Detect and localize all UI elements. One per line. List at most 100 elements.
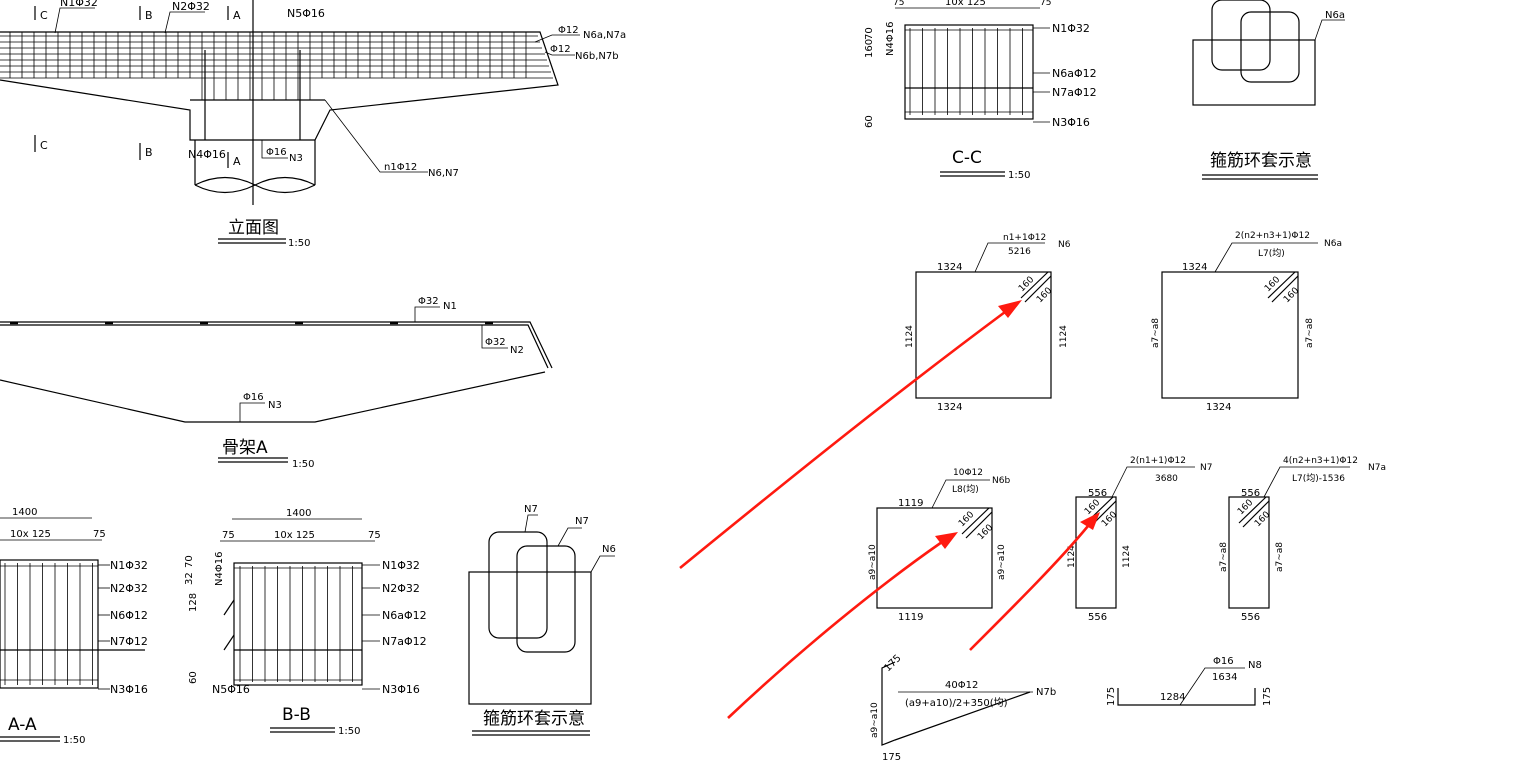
n6b-ann2: L8(均) — [952, 483, 979, 495]
section-mark-c-top: C — [40, 9, 48, 22]
aa-label-2: N6Φ12 — [110, 609, 148, 622]
n6a-left: a7~a8 — [1151, 318, 1161, 348]
bb-title: B-B — [282, 705, 311, 725]
n7a-right: a7~a8 — [1275, 542, 1285, 572]
n7-ann1: 2(n1+1)Φ12 — [1130, 456, 1186, 466]
cc-label-2: N7aΦ12 — [1052, 86, 1097, 99]
n7a-tag: N7a — [1368, 463, 1386, 473]
stirrup-diagram-right: N6a 箍筋环套示意 — [1192, 0, 1345, 180]
n8-len: 1284 — [1160, 692, 1185, 703]
aa-label-1: N2Φ32 — [110, 582, 148, 595]
stirrup-left-title: 箍筋环套示意 — [483, 709, 585, 729]
cc-label-0: N1Φ32 — [1052, 22, 1090, 35]
frame-a-title: 骨架A — [222, 438, 268, 458]
n6a-bottom: 1324 — [1206, 402, 1231, 413]
stirrup-left-n7a: N7 — [524, 504, 538, 515]
label-n4: N4Φ16 — [188, 148, 226, 161]
n6a-c1: 160 — [1263, 275, 1282, 294]
n8-ann2: 1634 — [1212, 672, 1237, 683]
n7a-top: 556 — [1241, 488, 1260, 499]
n8-right: 175 — [1262, 687, 1273, 706]
n6b-top: 1119 — [898, 498, 923, 509]
n7a-ann1: 4(n2+n3+1)Φ12 — [1283, 456, 1358, 466]
n6b-right: a9~a10 — [997, 544, 1007, 580]
n7b-v3: 175 — [882, 752, 901, 763]
red-arrow-1 — [679, 300, 1022, 570]
bb-dim-spacing: 10x 125 — [274, 530, 315, 541]
n7a-left: a7~a8 — [1219, 542, 1229, 572]
section-bb: 1400 10x 125 75 75 32 70 128 60 N4Φ16 N5… — [184, 508, 427, 737]
aa-title: A-A — [8, 715, 37, 735]
bb-dim-left: 75 — [222, 530, 235, 541]
n7-left: 1124 — [1067, 545, 1077, 568]
frame-a-n1: Φ32 — [418, 296, 439, 307]
section-cc: 10x 125 75 75 160 70 60 N4Φ16 N1Φ32 N6aΦ… — [864, 0, 1097, 181]
n7a-c1: 160 — [1236, 498, 1255, 517]
n7b-v2: a9~a10 — [870, 702, 880, 738]
n6-ann2: 5216 — [1008, 247, 1031, 257]
bb-dim-right: 75 — [368, 530, 381, 541]
n6b-left: a9~a10 — [868, 544, 878, 580]
n6b-ann1: 10Φ12 — [953, 468, 983, 478]
stirrup-right-title: 箍筋环套示意 — [1210, 151, 1312, 171]
label-n1: N1Φ32 — [60, 0, 98, 9]
bb-dim-total: 1400 — [286, 508, 311, 519]
frame-a-n2: Φ32 — [485, 337, 506, 348]
red-arrow-2 — [727, 532, 958, 719]
cc-v1: 160 — [864, 39, 875, 58]
bar-shape-n6a: 2(n2+n3+1)Φ12 L7(均) N6a 1324 1324 a7~a8 … — [1151, 231, 1342, 413]
n7-c1: 160 — [1083, 498, 1102, 517]
label-n1n: n1Φ12 — [384, 162, 417, 173]
n6b-c1: 160 — [957, 510, 976, 529]
label-n2: N2Φ32 — [172, 0, 210, 13]
bb-label-2: N6aΦ12 — [382, 609, 427, 622]
stirrup-left-n7b: N7 — [575, 516, 589, 527]
label-n6b: Φ12 — [550, 44, 571, 55]
bb-label-1: N2Φ32 — [382, 582, 420, 595]
n7b-ann1: 40Φ12 — [945, 680, 978, 691]
n6a-right: a7~a8 — [1305, 318, 1315, 348]
cc-label-3: N3Φ16 — [1052, 116, 1090, 129]
cc-label-1: N6aΦ12 — [1052, 67, 1097, 80]
section-mark-a-bot: A — [233, 155, 241, 168]
label-n6a: Φ12 — [558, 25, 579, 36]
n7-tag: N7 — [1200, 463, 1212, 473]
section-mark-b-top: B — [145, 9, 153, 22]
n7-bottom: 556 — [1088, 612, 1107, 623]
n6-left: 1124 — [905, 325, 915, 348]
label-n3: Φ16 — [266, 147, 287, 158]
bar-shape-n7a: 4(n2+n3+1)Φ12 L7(均)-1536 N7a 556 556 a7~… — [1219, 456, 1386, 623]
aa-dim-end: 75 — [93, 529, 106, 540]
section-aa: 1400 10x 125 75 N1Φ32 N2Φ32 N6Φ12 N7Φ12 … — [0, 507, 148, 746]
n7-top: 556 — [1088, 488, 1107, 499]
frame-a-scale: 1:50 — [292, 459, 314, 470]
bb-scale: 1:50 — [338, 726, 360, 737]
aa-label-3: N7Φ12 — [110, 635, 148, 648]
n8-left: 175 — [1106, 687, 1117, 706]
section-mark-c-bot: C — [40, 139, 48, 152]
aa-label-4: N3Φ16 — [110, 683, 148, 696]
cc-v3: 60 — [864, 115, 875, 128]
cc-dim-top: 10x 125 — [945, 0, 986, 8]
n6b-tag: N6b — [992, 476, 1010, 486]
label-n1n-tag: N6,N7 — [428, 168, 459, 179]
cc-n4: N4Φ16 — [885, 22, 896, 56]
elevation-title: 立面图 — [228, 218, 279, 238]
n6-tag: N6 — [1058, 240, 1071, 250]
elevation-scale: 1:50 — [288, 238, 310, 249]
bb-label-4: N3Φ16 — [382, 683, 420, 696]
bb-v1: 32 — [184, 572, 195, 585]
n7b-tag: N7b — [1036, 687, 1056, 698]
aa-label-0: N1Φ32 — [110, 559, 148, 572]
cc-scale: 1:50 — [1008, 170, 1030, 181]
stirrup-right-n6a: N6a — [1325, 10, 1345, 21]
n6-top: 1324 — [937, 262, 962, 273]
n6-right: 1124 — [1059, 325, 1069, 348]
cc-dim-right: 75 — [1040, 0, 1051, 8]
frame-a-n3-tag: N3 — [268, 400, 282, 411]
n7a-ann2: L7(均)-1536 — [1292, 472, 1345, 484]
n8-ann1: Φ16 — [1213, 656, 1234, 667]
bar-shape-n7: 2(n1+1)Φ12 3680 N7 556 556 1124 1124 160… — [1067, 456, 1212, 623]
